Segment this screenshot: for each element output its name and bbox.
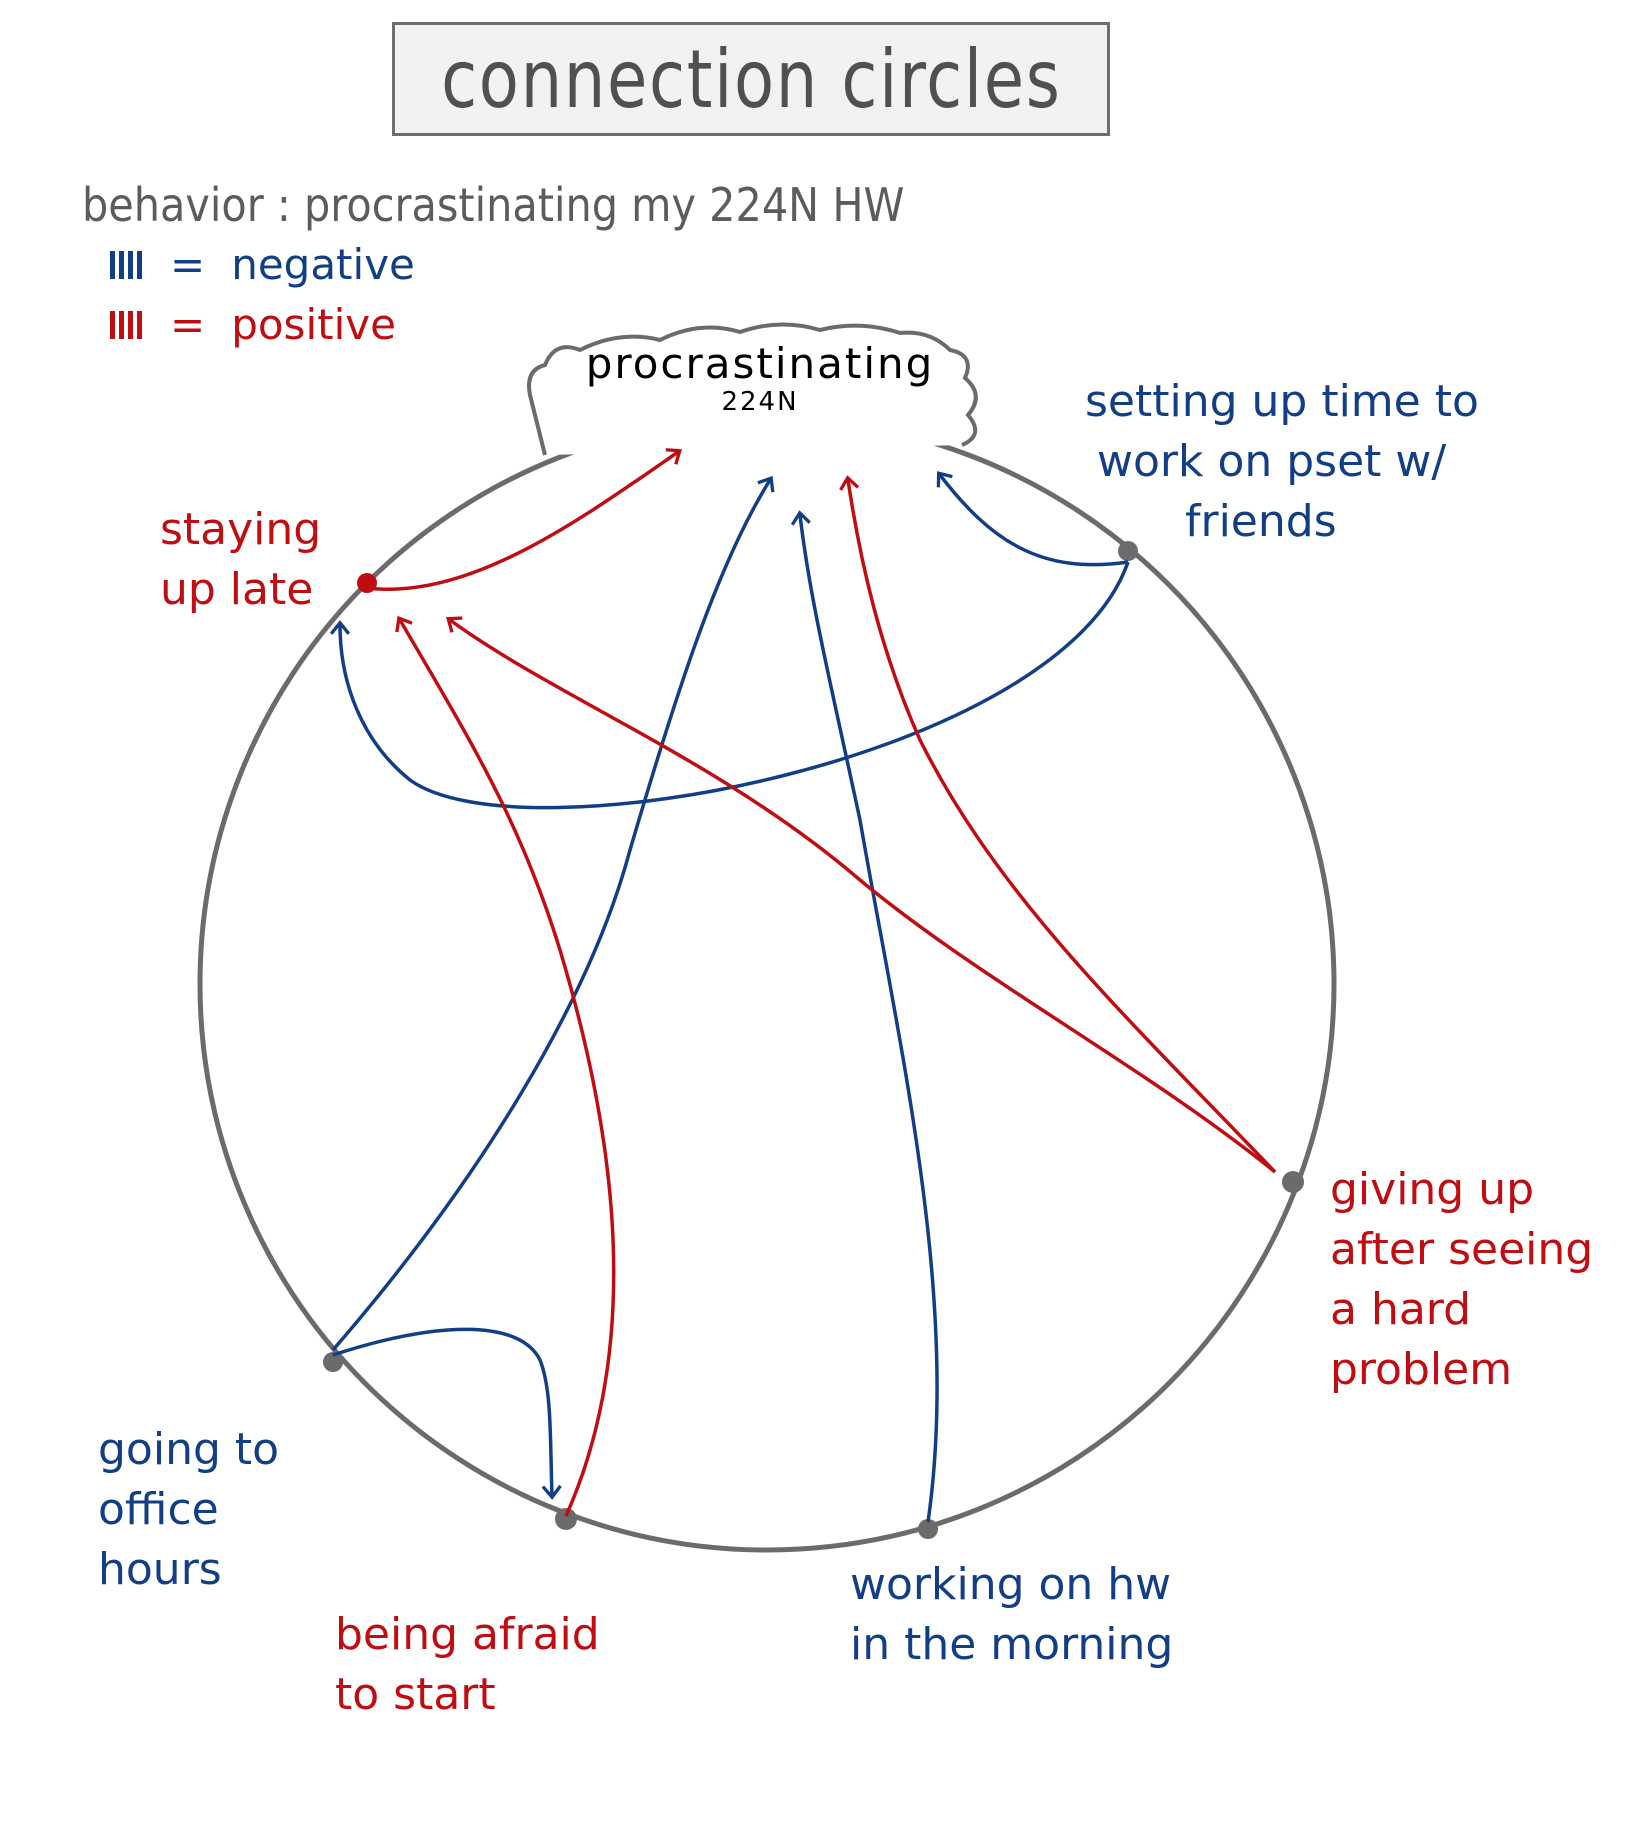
node-dot-office-hours (323, 1352, 343, 1372)
title-box: connection circles (392, 22, 1110, 136)
node-dot-working-morning (918, 1519, 938, 1539)
node-label-line: going to (98, 1424, 280, 1475)
legend-negative-symbol: = (170, 240, 206, 289)
node-label-line: working on hw (850, 1559, 1172, 1610)
node-label-setting-up-time: setting up time to work on pset w/ frien… (1085, 372, 1479, 552)
center-node-main: procrastinating (585, 339, 935, 388)
link-giving-up-to-staying-up-late (446, 616, 1277, 1174)
link-setting-up-time-to-procrastinating (936, 471, 1129, 567)
node-label-line: office (98, 1484, 219, 1535)
node-label-office-hours: going to office hours (98, 1420, 279, 1600)
link-office-hours-to-procrastinating (331, 475, 775, 1352)
node-label-line: staying (160, 504, 322, 555)
center-node-label: procrastinating 224N (560, 339, 960, 417)
node-label-line: giving up (1330, 1164, 1535, 1215)
diagram-title: connection circles (440, 32, 1062, 126)
node-label-line: setting up time to (1085, 376, 1479, 427)
behavior-statement: behavior : procrastinating my 224N HW (82, 178, 905, 232)
node-dot-giving-up (1282, 1171, 1304, 1193)
link-giving-up-to-procrastinating (839, 475, 1277, 1174)
node-label-line: after seeing (1330, 1224, 1594, 1275)
center-node-sub: 224N (721, 387, 799, 417)
node-label-staying-up-late: staying up late (160, 500, 321, 620)
link-working-morning-to-procrastinating (790, 510, 939, 1523)
node-label-line: up late (160, 564, 314, 615)
node-label-afraid-to-start: being afraid to start (335, 1605, 600, 1725)
center-bubble (527, 322, 978, 456)
node-label-line: work on pset w/ (1097, 436, 1447, 487)
node-label-working-morning: working on hw in the morning (850, 1555, 1173, 1675)
link-afraid-to-start-to-staying-up-late (395, 615, 616, 1517)
node-label-line: problem (1330, 1344, 1513, 1395)
legend-positive-label: positive (231, 300, 396, 349)
node-label-line: a hard (1330, 1284, 1472, 1335)
node-label-giving-up: giving up after seeing a hard problem (1330, 1160, 1593, 1400)
node-dot-setting-up-time (1118, 541, 1138, 561)
positive-swatch-icon (110, 310, 144, 339)
node-label-line: hours (98, 1544, 222, 1595)
node-label-line: to start (335, 1669, 496, 1720)
node-label-line: being afraid (335, 1609, 600, 1660)
node-label-line: in the morning (850, 1619, 1174, 1670)
link-setting-up-time-to-staying-up-late (329, 561, 1130, 810)
link-staying-up-late-to-procrastinating (366, 448, 682, 591)
link-office-hours-to-afraid-to-start (332, 1327, 562, 1500)
legend-negative-label: negative (231, 240, 415, 289)
node-label-line: friends (1185, 496, 1337, 547)
legend-negative: = negative (110, 240, 415, 289)
legend-positive: = positive (110, 300, 396, 349)
node-dot-afraid-to-start (555, 1508, 577, 1530)
negative-swatch-icon (110, 250, 144, 279)
legend-positive-symbol: = (170, 300, 206, 349)
